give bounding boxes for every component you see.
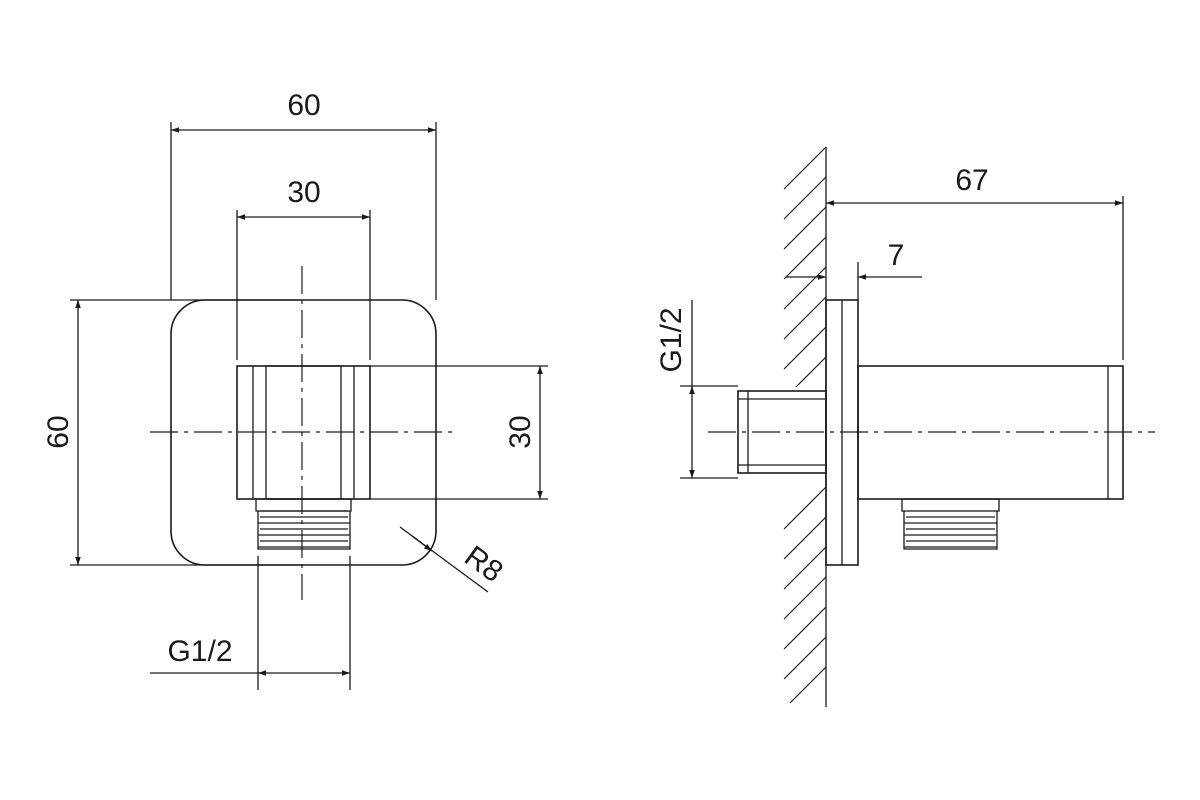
side-outlet-thread bbox=[901, 498, 1000, 550]
dim-inner-width: 30 bbox=[236, 176, 371, 360]
dim-overall-height: 60 bbox=[42, 299, 300, 566]
front-view: 60 30 60 30 R8 bbox=[42, 89, 548, 690]
dim-side-thread: G1/2 bbox=[655, 300, 738, 479]
dim-side-thread-label: G1/2 bbox=[655, 307, 688, 372]
dim-inner-width-label: 30 bbox=[287, 176, 320, 209]
dim-plate-thickness: 7 bbox=[786, 239, 922, 300]
dim-corner-radius: R8 bbox=[399, 526, 509, 593]
dim-inner-height: 30 bbox=[370, 365, 548, 500]
dim-depth-label: 67 bbox=[955, 164, 988, 197]
dim-overall-height-label: 60 bbox=[42, 415, 75, 448]
dim-overall-width-label: 60 bbox=[287, 89, 320, 122]
side-view: 67 7 G1/2 bbox=[655, 146, 1155, 707]
dim-corner-radius-label: R8 bbox=[458, 540, 508, 589]
dim-front-thread: G1/2 bbox=[150, 556, 351, 690]
side-wall-thread bbox=[737, 390, 827, 474]
dim-depth: 67 bbox=[826, 164, 1124, 360]
dim-front-thread-label: G1/2 bbox=[167, 635, 232, 668]
dim-inner-height-label: 30 bbox=[504, 415, 537, 448]
wall-hatching bbox=[783, 146, 827, 707]
dim-plate-thickness-label: 7 bbox=[888, 239, 905, 272]
front-thread-nipple bbox=[255, 498, 352, 550]
dim-overall-width: 60 bbox=[170, 89, 437, 300]
